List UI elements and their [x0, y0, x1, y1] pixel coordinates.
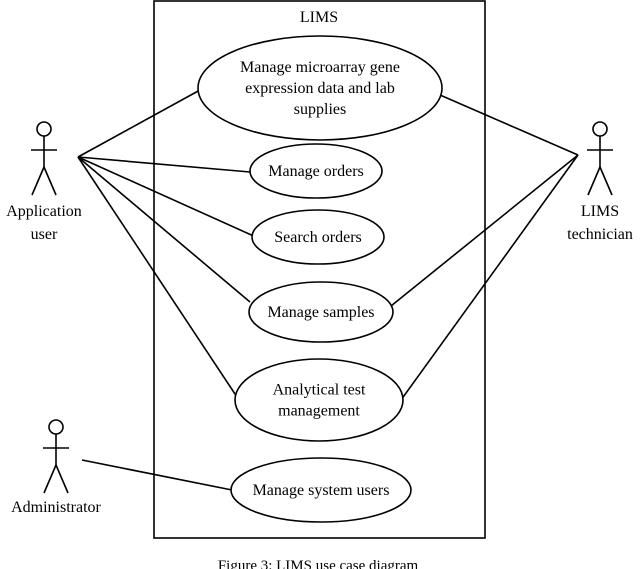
use-case-uc5: Analytical test management [234, 358, 404, 442]
actor-label: user [31, 226, 58, 243]
use-case-uc4: Manage samples [248, 281, 394, 343]
use-case-label: expression data and lab [245, 80, 395, 97]
use-case-uc1: Manage microarray gene expression data an… [197, 35, 443, 141]
use-case-ellipse [251, 209, 385, 265]
association-lims-technician-uc5 [400, 154, 579, 401]
stick-figure-icon [587, 121, 613, 196]
use-case-label: Manage system users [253, 482, 390, 499]
use-case-ellipse [234, 358, 404, 442]
association-application-user-uc2 [77, 156, 251, 173]
use-case-label: supplies [294, 101, 346, 118]
association-application-user-uc4 [77, 156, 251, 303]
stick-figure-icon [43, 419, 69, 494]
system-title: LIMS [300, 9, 338, 26]
figure-caption: Figure 3: LIMS use case diagram [218, 558, 419, 569]
use-case-ellipse [249, 143, 383, 199]
use-case-ellipse [197, 35, 443, 141]
association-application-user-uc5 [77, 156, 238, 398]
association-application-user-uc3 [77, 156, 259, 239]
association-administrator-uc6 [81, 459, 233, 491]
stick-figure-icon [31, 121, 57, 196]
association-lims-technician-uc4 [390, 154, 579, 307]
system-boundary [153, 0, 486, 539]
associations [77, 89, 579, 491]
use-case-label: Analytical test [273, 382, 366, 399]
actor-label: Application [6, 203, 82, 220]
actor-label: Administrator [11, 499, 101, 516]
use-case-label: Search orders [274, 229, 362, 246]
actor-application-user: Application user [6, 121, 82, 243]
use-case-ellipse [230, 457, 412, 523]
association-application-user-uc1 [77, 89, 201, 158]
use-cases: Manage microarray gene expression data an… [197, 35, 443, 523]
use-case-label: Manage samples [267, 304, 374, 321]
use-case-uc6: Manage system users [230, 457, 412, 523]
use-case-label: management [278, 403, 360, 420]
association-lims-technician-uc1 [439, 94, 579, 156]
actor-administrator: Administrator [11, 419, 102, 516]
use-case-uc2: Manage orders [249, 143, 383, 199]
use-case-ellipse [248, 281, 394, 343]
actor-lims-technician: LIMS technician [567, 121, 633, 243]
use-case-uc3: Search orders [251, 209, 385, 265]
actors: Application user LIMS technicianAdministrat… [6, 121, 633, 516]
actor-label: LIMS [581, 203, 619, 220]
use-case-label: Manage orders [268, 163, 364, 180]
actor-label: technician [567, 226, 633, 243]
use-case-label: Manage microarray gene [240, 59, 400, 76]
